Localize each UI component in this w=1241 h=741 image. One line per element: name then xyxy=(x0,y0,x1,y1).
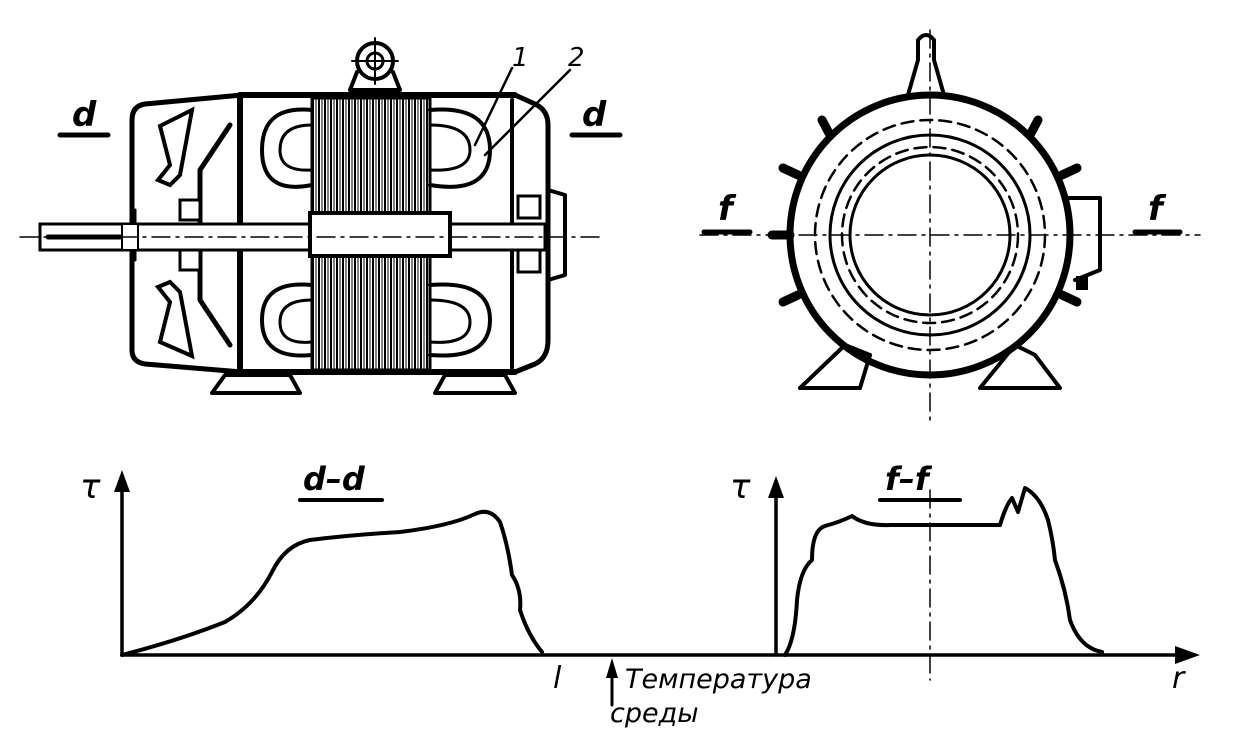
motor-side-view: 1 2 d d xyxy=(19,37,623,395)
section-f-left-label: f xyxy=(718,189,737,229)
callout-2-label: 2 xyxy=(568,43,585,73)
graph-ff-title: f–f xyxy=(885,460,933,498)
ambient-temperature: Температура среды xyxy=(606,658,812,729)
ambient-line1: Температура xyxy=(625,664,812,695)
section-f-right-label: f xyxy=(1148,189,1167,229)
stator-core-bottom xyxy=(310,254,432,372)
rotor xyxy=(308,211,452,258)
graph-ff: τ f–f r xyxy=(730,460,1186,696)
ambient-line2: среды xyxy=(610,698,699,729)
section-d-left-label: d xyxy=(72,95,97,135)
graph-dd-x-label: l xyxy=(553,661,562,696)
graph-ff-x-label: r xyxy=(1172,661,1186,696)
callout-1-label: 1 xyxy=(512,43,529,73)
section-d-right-label: d xyxy=(582,95,607,135)
graph-ff-y-label: τ xyxy=(730,467,751,507)
graph-dd-title: d–d xyxy=(303,460,366,498)
graph-dd-y-label: τ xyxy=(80,467,101,507)
graph-dd: τ d–d l xyxy=(80,460,562,696)
lifting-eye xyxy=(348,37,402,92)
motor-front-view: f f xyxy=(699,29,1201,421)
graph-dd-curve xyxy=(120,509,544,657)
graph-ff-curve xyxy=(783,486,1104,657)
stator-core-top xyxy=(310,96,432,215)
